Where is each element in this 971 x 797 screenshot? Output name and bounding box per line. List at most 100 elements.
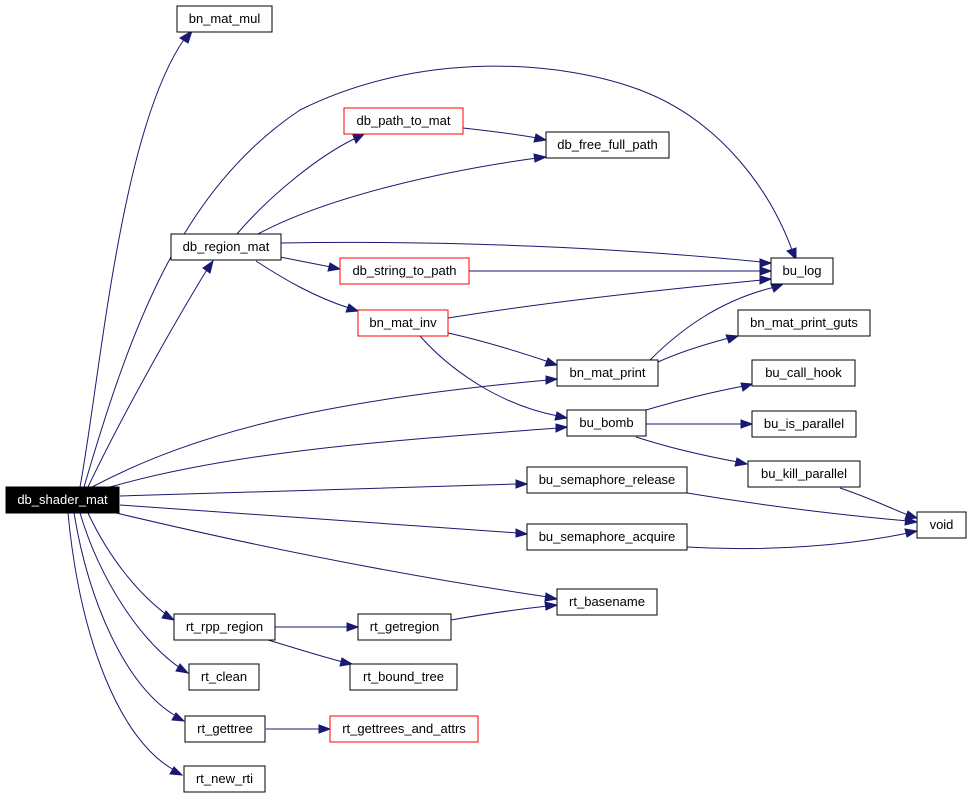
edge-db-region-mat-to-db-string-to-path: [279, 256, 332, 268]
arrowhead: [740, 382, 754, 392]
arrowhead: [740, 419, 754, 429]
node-bu-call-hook[interactable]: bu_call_hook: [751, 359, 856, 387]
arrowhead: [533, 133, 548, 143]
arrowhead: [327, 262, 342, 272]
node-rt-rpp-region[interactable]: rt_rpp_region: [173, 613, 276, 641]
node-bu-bomb[interactable]: bu_bomb: [566, 409, 647, 437]
node-label: void: [930, 517, 954, 532]
node-label: rt_basename: [569, 594, 645, 609]
edge-rt-getregion-to-rt-basename: [450, 605, 549, 621]
edge-bu-bomb-to-bu-call-hook: [645, 385, 745, 411]
edge-db-shader-mat-to-rt-clean: [79, 512, 181, 669]
arrowhead: [318, 724, 332, 734]
edge-bn-mat-print-to-bn-mat-print-guts: [657, 337, 730, 363]
edge-bn-mat-inv-to-bu-bomb: [419, 335, 559, 417]
edge-db-shader-mat-to-db-region-mat: [87, 267, 209, 488]
node-db-shader-mat[interactable]: db_shader_mat: [5, 486, 120, 514]
arrowhead: [345, 303, 360, 313]
arrowhead: [759, 266, 773, 276]
arrowhead: [759, 258, 773, 268]
node-bn-mat-print[interactable]: bn_mat_print: [556, 359, 659, 387]
node-label: rt_rpp_region: [186, 619, 263, 634]
edge-bu-semaphore-acquire-to-void: [686, 532, 909, 550]
edge-db-shader-mat-to-rt-rpp-region: [87, 512, 168, 616]
node-rt-gettree[interactable]: rt_gettree: [184, 715, 266, 743]
arrowhead: [339, 657, 354, 667]
node-db-free-full-path[interactable]: db_free_full_path: [545, 131, 670, 159]
node-rt-new-rti[interactable]: rt_new_rti: [183, 765, 266, 793]
node-bn-mat-inv[interactable]: bn_mat_inv: [357, 309, 449, 337]
arrowhead: [770, 283, 785, 293]
edge-bn-mat-inv-to-bn-mat-print: [447, 332, 550, 363]
node-db-region-mat[interactable]: db_region_mat: [170, 233, 282, 261]
edge-bn-mat-print-to-bu-log: [649, 286, 776, 361]
edge-db-shader-mat-to-bn-mat-print: [91, 379, 549, 488]
node-void[interactable]: void: [916, 511, 967, 539]
node-label: db_shader_mat: [17, 492, 108, 507]
arrowhead: [202, 259, 214, 274]
node-rt-clean[interactable]: rt_clean: [188, 663, 260, 691]
arrowhead: [169, 766, 184, 776]
node-label: bu_log: [782, 263, 821, 278]
edge-db-shader-mat-to-bu-semaphore-acquire: [119, 504, 519, 534]
edge-db-region-mat-to-db-free-full-path: [255, 157, 538, 236]
edge-db-region-mat-to-db-path-to-mat: [235, 137, 357, 236]
node-label: bn_mat_print: [570, 365, 646, 380]
node-label: rt_gettree: [197, 721, 253, 736]
arrowhead: [346, 622, 360, 632]
node-label: db_path_to_mat: [357, 113, 451, 128]
edge-bu-bomb-to-bu-kill-parallel: [635, 436, 739, 463]
node-bu-semaphore-release[interactable]: bu_semaphore_release: [526, 466, 688, 494]
edges: [67, 29, 919, 776]
node-rt-bound-tree[interactable]: rt_bound_tree: [349, 663, 458, 691]
node-bu-semaphore-acquire[interactable]: bu_semaphore_acquire: [526, 523, 688, 551]
node-label: rt_getregion: [370, 619, 439, 634]
edge-rt-rpp-region-to-rt-bound-tree: [267, 639, 344, 663]
edge-db-path-to-mat-to-db-free-full-path: [462, 127, 538, 139]
node-label: bn_mat_print_guts: [750, 315, 858, 330]
node-label: rt_clean: [201, 669, 247, 684]
edge-bu-kill-parallel-to-void: [839, 487, 909, 516]
node-label: bu_is_parallel: [764, 416, 844, 431]
node-db-path-to-mat[interactable]: db_path_to_mat: [343, 107, 464, 135]
node-label: bn_mat_inv: [369, 315, 437, 330]
arrowhead: [533, 153, 548, 163]
node-bu-log[interactable]: bu_log: [770, 257, 834, 285]
node-label: db_free_full_path: [557, 137, 657, 152]
edge-db-shader-mat-to-rt-basename: [111, 511, 549, 598]
node-label: rt_new_rti: [196, 771, 253, 786]
node-rt-getregion[interactable]: rt_getregion: [357, 613, 452, 641]
arrowhead: [515, 528, 529, 538]
arrowhead: [555, 423, 569, 433]
edge-db-shader-mat-to-rt-new-rti: [67, 512, 175, 771]
node-bn-mat-mul[interactable]: bn_mat_mul: [176, 5, 273, 33]
arrowhead: [171, 712, 186, 722]
arrowhead: [515, 479, 529, 489]
node-label: rt_gettrees_and_attrs: [342, 721, 466, 736]
arrowhead: [544, 357, 559, 367]
node-label: bu_kill_parallel: [761, 466, 847, 481]
arrowhead: [734, 457, 749, 467]
arrowhead: [759, 275, 773, 285]
node-label: bu_call_hook: [765, 365, 842, 380]
arrowhead: [175, 663, 190, 674]
arrowhead: [904, 516, 919, 526]
node-bu-kill-parallel[interactable]: bu_kill_parallel: [747, 460, 861, 488]
edge-db-shader-mat-to-bn-mat-mul: [79, 37, 186, 488]
arrowhead: [554, 411, 569, 421]
node-rt-gettrees-and-attrs[interactable]: rt_gettrees_and_attrs: [329, 715, 479, 743]
node-rt-basename[interactable]: rt_basename: [556, 588, 658, 616]
edge-db-shader-mat-to-rt-gettree: [73, 512, 177, 717]
node-bu-is-parallel[interactable]: bu_is_parallel: [751, 410, 857, 438]
edge-db-shader-mat-to-bu-semaphore-release: [119, 483, 519, 497]
node-label: db_region_mat: [183, 239, 270, 254]
edge-bn-mat-inv-to-bu-log: [447, 279, 763, 319]
node-bn-mat-print-guts[interactable]: bn_mat_print_guts: [737, 309, 871, 337]
node-label: bu_semaphore_release: [539, 472, 676, 487]
arrowhead: [545, 375, 559, 385]
edge-bu-semaphore-release-to-void: [686, 492, 909, 522]
arrowhead: [904, 510, 919, 520]
edge-db-region-mat-to-bu-log: [279, 241, 763, 263]
node-db-string-to-path[interactable]: db_string_to_path: [339, 257, 470, 285]
